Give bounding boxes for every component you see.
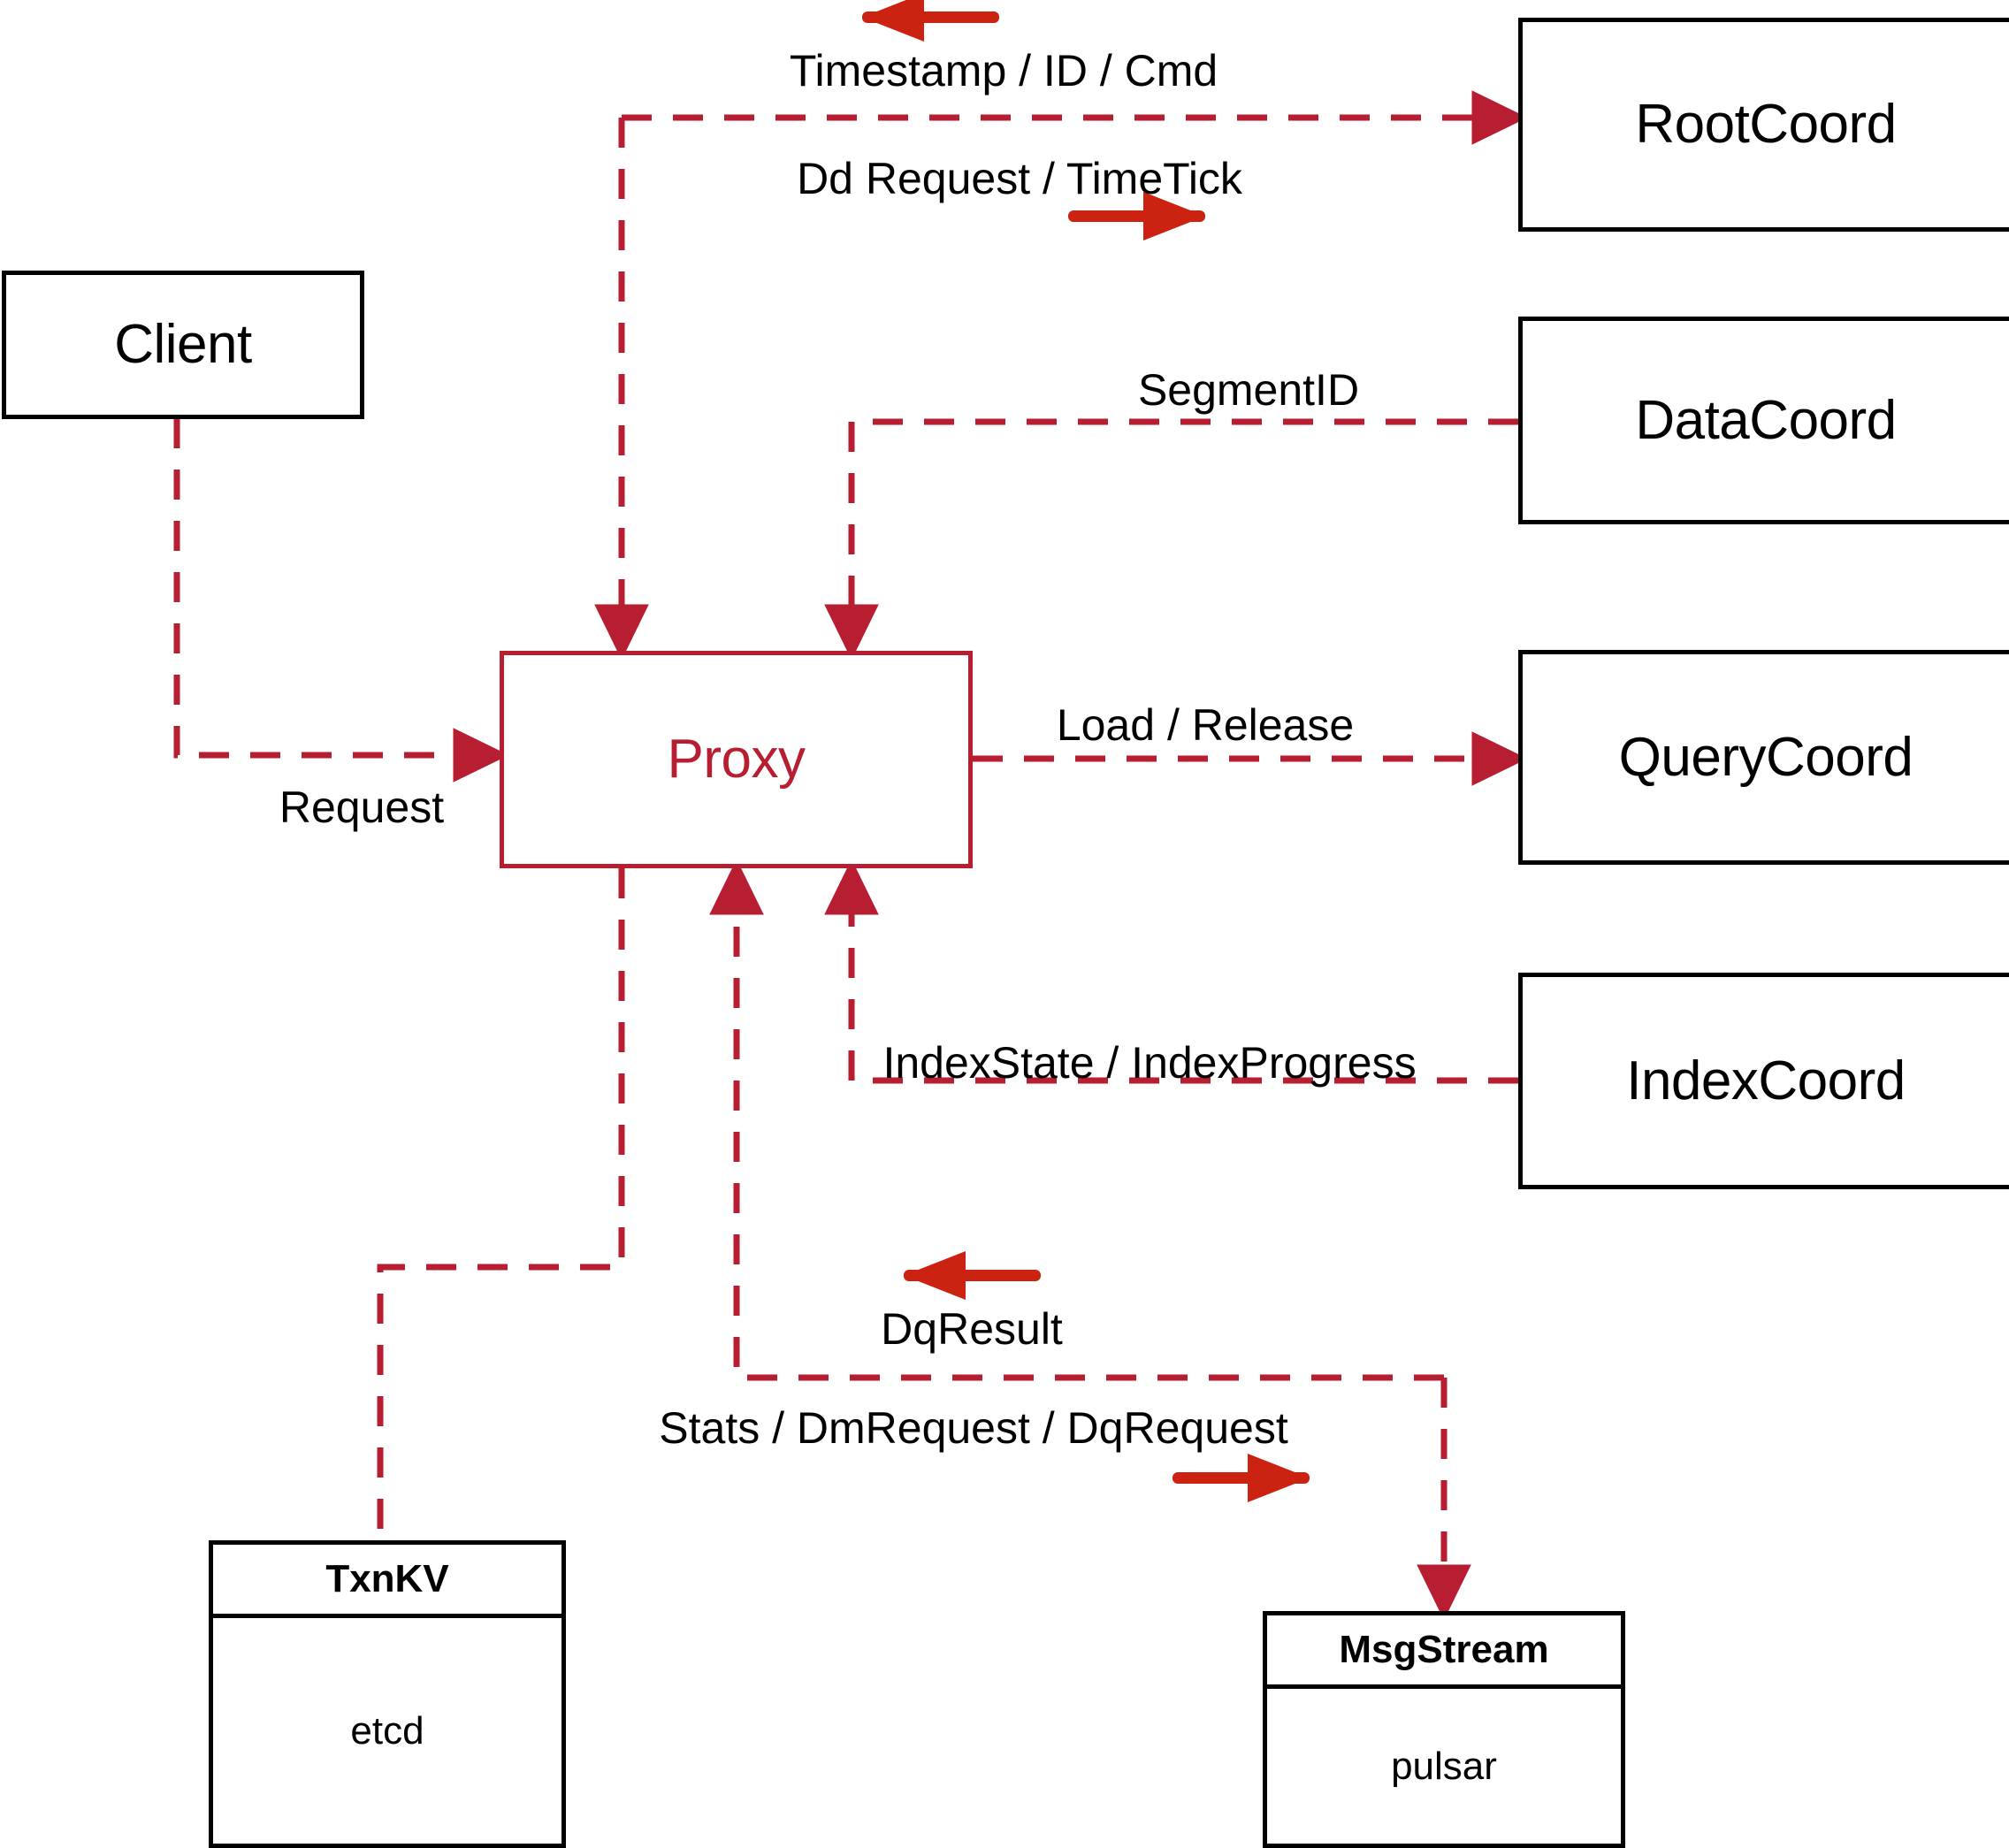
store-txnkv-impl: etcd bbox=[350, 1708, 424, 1753]
node-rootcoord[interactable]: RootCoord bbox=[1518, 18, 2009, 232]
node-rootcoord-label: RootCoord bbox=[1635, 94, 1897, 155]
wire-segmentid bbox=[824, 418, 1518, 661]
node-datacoord[interactable]: DataCoord bbox=[1518, 317, 2009, 524]
edge-label-request: Request bbox=[279, 783, 445, 832]
store-msgstream[interactable]: MsgStream pulsar bbox=[1263, 1611, 1625, 1848]
edge-label-load-release: Load / Release bbox=[1056, 700, 1355, 750]
node-querycoord[interactable]: QueryCoord bbox=[1518, 650, 2009, 865]
node-client-label: Client bbox=[114, 314, 252, 375]
direction-arrow-left-timestamp bbox=[862, 0, 999, 42]
direction-arrow-right-stats bbox=[1173, 1454, 1310, 1502]
store-txnkv[interactable]: TxnKV etcd bbox=[209, 1540, 566, 1848]
edge-label-dq-result: DqResult bbox=[881, 1304, 1063, 1354]
wire-request bbox=[173, 418, 509, 783]
node-indexcoord[interactable]: IndexCoord bbox=[1518, 973, 2009, 1189]
wire-dq-result bbox=[709, 859, 1444, 1381]
node-client[interactable]: Client bbox=[2, 271, 364, 419]
edge-label-timestamp-id-cmd: Timestamp / ID / Cmd bbox=[789, 46, 1218, 95]
store-msgstream-impl: pulsar bbox=[1391, 1744, 1497, 1788]
store-txnkv-title: TxnKV bbox=[213, 1545, 561, 1618]
wire-proxy-txnkv bbox=[377, 868, 625, 1543]
node-datacoord-label: DataCoord bbox=[1635, 389, 1897, 451]
node-proxy-label: Proxy bbox=[667, 729, 806, 790]
direction-arrow-left-dq-result bbox=[904, 1251, 1041, 1300]
node-querycoord-label: QueryCoord bbox=[1618, 726, 1914, 788]
store-msgstream-title: MsgStream bbox=[1267, 1615, 1621, 1689]
node-indexcoord-label: IndexCoord bbox=[1626, 1050, 1906, 1111]
node-proxy[interactable]: Proxy bbox=[500, 651, 973, 868]
edge-label-segmentid: SegmentID bbox=[1137, 365, 1360, 415]
edge-label-stats-dm-dq-request: Stats / DmRequest / DqRequest bbox=[659, 1403, 1288, 1453]
edge-label-index-state-progress: IndexState / IndexProgress bbox=[882, 1038, 1417, 1088]
edge-label-dd-request-timetick: Dd Request / TimeTick bbox=[797, 154, 1242, 203]
